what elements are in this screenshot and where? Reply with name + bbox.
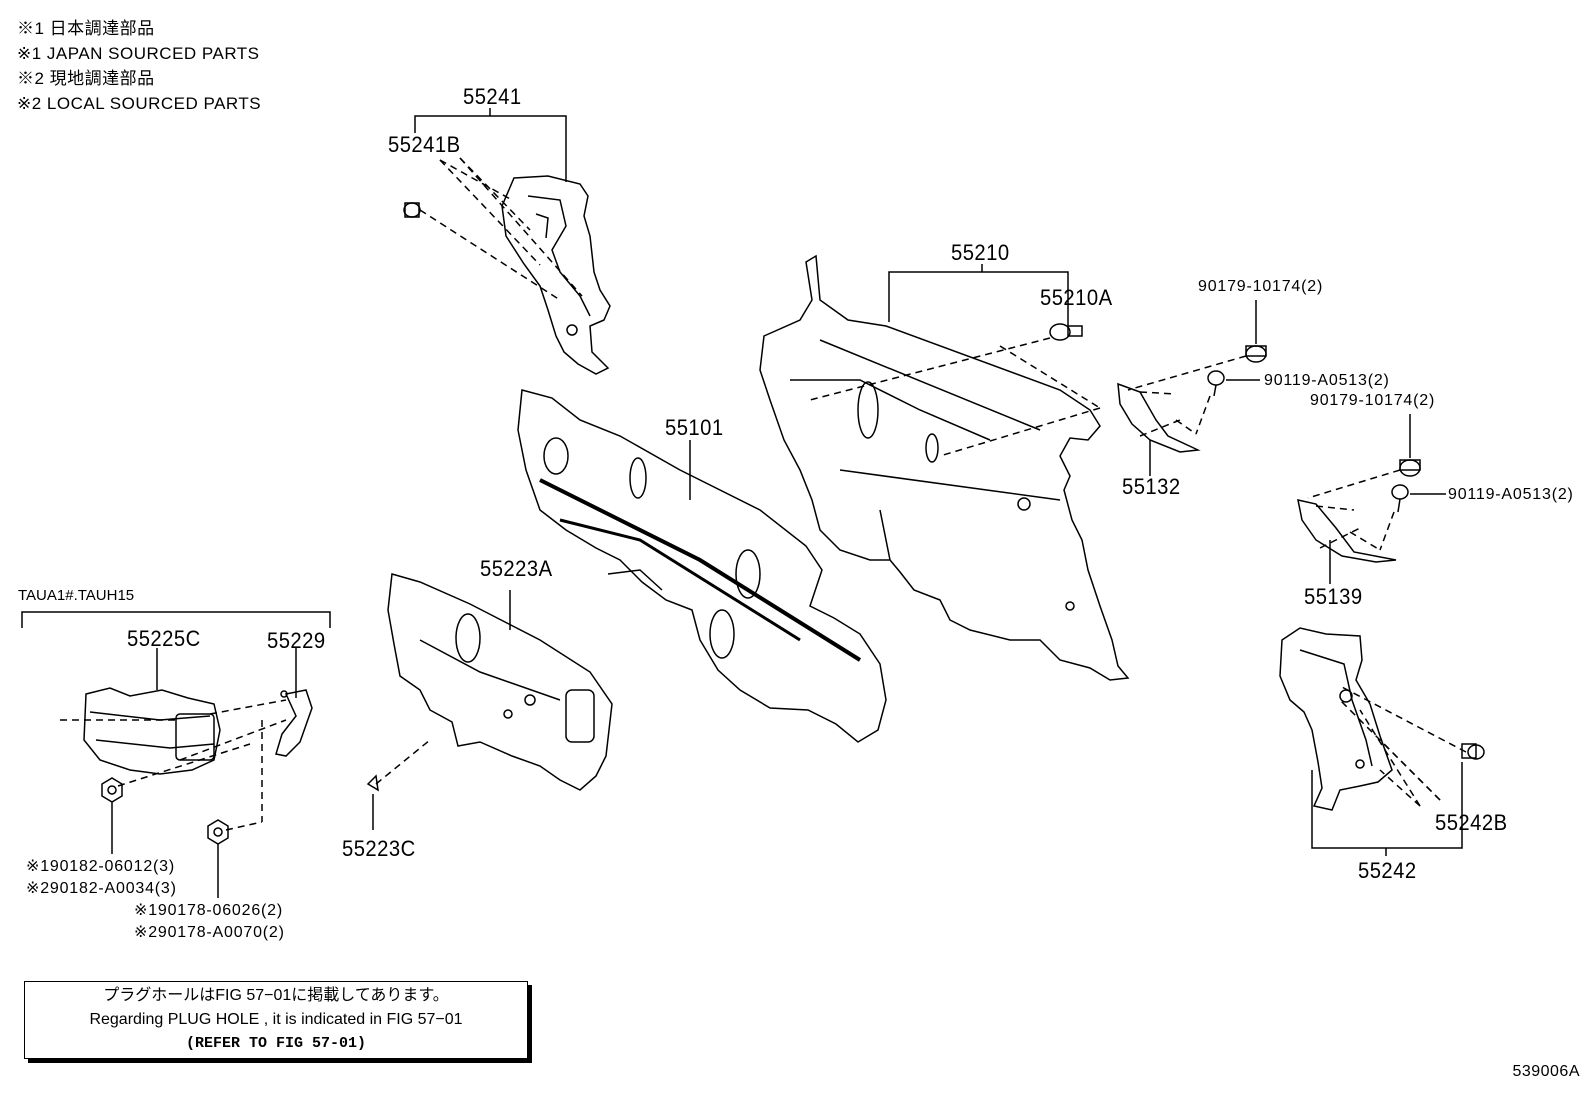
part-55132-shape <box>1117 382 1201 453</box>
plug-hole-note: プラグホールはFIG 57−01に掲載してあります。 Regarding PLU… <box>24 981 528 1059</box>
note-line-en: Regarding PLUG HOLE , it is indicated in… <box>89 1011 463 1028</box>
label-55223C[interactable]: 55223C <box>342 836 416 861</box>
part-55210-shape <box>759 254 1130 681</box>
fastener-55242B-shape <box>1461 743 1485 760</box>
label-90119-a[interactable]: 90119-A0513(2) <box>1264 372 1390 389</box>
label-55210[interactable]: 55210 <box>951 240 1010 265</box>
label-55210A[interactable]: 55210A <box>1040 285 1113 310</box>
fastener-90119a-shape <box>1207 370 1225 397</box>
label-190178[interactable]: ※190178-06026(2) <box>134 902 283 919</box>
part-55223A-shape <box>387 573 613 791</box>
fastener-90119b-shape <box>1391 484 1409 513</box>
dashed-55139 <box>1307 469 1401 551</box>
label-55101[interactable]: 55101 <box>665 415 724 440</box>
legend-line: ※2 現地調達部品 <box>17 69 155 88</box>
group-bracket <box>21 611 331 628</box>
figure-code: 539006A <box>1512 1063 1580 1080</box>
label-55242B[interactable]: 55242B <box>1435 810 1508 835</box>
label-55223A[interactable]: 55223A <box>480 556 553 581</box>
label-55139[interactable]: 55139 <box>1304 584 1363 609</box>
legend-line: ※2 LOCAL SOURCED PARTS <box>17 94 262 113</box>
note-line-jp: プラグホールはFIG 57−01に掲載してあります。 <box>103 987 449 1004</box>
leader-55242 <box>1311 762 1463 856</box>
label-55225C[interactable]: 55225C <box>127 626 201 651</box>
fastener-90179b-shape <box>1399 459 1421 477</box>
part-55139-shape <box>1297 499 1397 563</box>
part-55225C-shape <box>83 687 221 775</box>
label-90179-a[interactable]: 90179-10174(2) <box>1198 278 1324 295</box>
fastener-55210A-shape <box>1049 323 1083 341</box>
dashed-55132 <box>1127 355 1247 437</box>
label-55241B[interactable]: 55241B <box>388 132 461 157</box>
fastener-nut-shapes <box>101 777 229 845</box>
legend-line: ※1 日本調達部品 <box>17 19 155 38</box>
dashed-group <box>60 699 287 831</box>
leader-55210 <box>888 264 1069 328</box>
label-290178[interactable]: ※290178-A0070(2) <box>134 924 285 941</box>
leader-55241 <box>414 108 567 182</box>
dashed-55223C <box>375 739 431 785</box>
label-55132[interactable]: 55132 <box>1122 474 1181 499</box>
legend-line: ※1 JAPAN SOURCED PARTS <box>17 44 260 63</box>
variant-label: TAUA1#.TAUH15 <box>18 587 135 604</box>
label-290182[interactable]: ※290182-A0034(3) <box>26 880 177 897</box>
dashed-55210A <box>809 337 1101 457</box>
label-55229[interactable]: 55229 <box>267 628 326 653</box>
label-90119-b[interactable]: 90119-A0513(2) <box>1448 486 1574 503</box>
fastener-55241B-shape <box>403 202 421 218</box>
part-55229-shape <box>275 689 313 757</box>
part-55101-shape <box>517 389 887 743</box>
part-55242-shape <box>1279 627 1393 811</box>
label-55242[interactable]: 55242 <box>1358 858 1417 883</box>
part-55241-shape <box>501 175 611 375</box>
sourcing-legend: ※1 日本調達部品 ※1 JAPAN SOURCED PARTS ※2 現地調達… <box>17 16 261 116</box>
note-reference[interactable]: (REFER TO FIG 57-01) <box>185 1035 367 1052</box>
label-90179-b[interactable]: 90179-10174(2) <box>1310 392 1436 409</box>
label-55241[interactable]: 55241 <box>463 84 522 109</box>
dashed-55242B <box>1339 685 1467 807</box>
label-190182[interactable]: ※190182-06012(3) <box>26 858 175 875</box>
dashed-55241B <box>419 157 583 301</box>
fastener-90179a-shape <box>1245 345 1267 363</box>
